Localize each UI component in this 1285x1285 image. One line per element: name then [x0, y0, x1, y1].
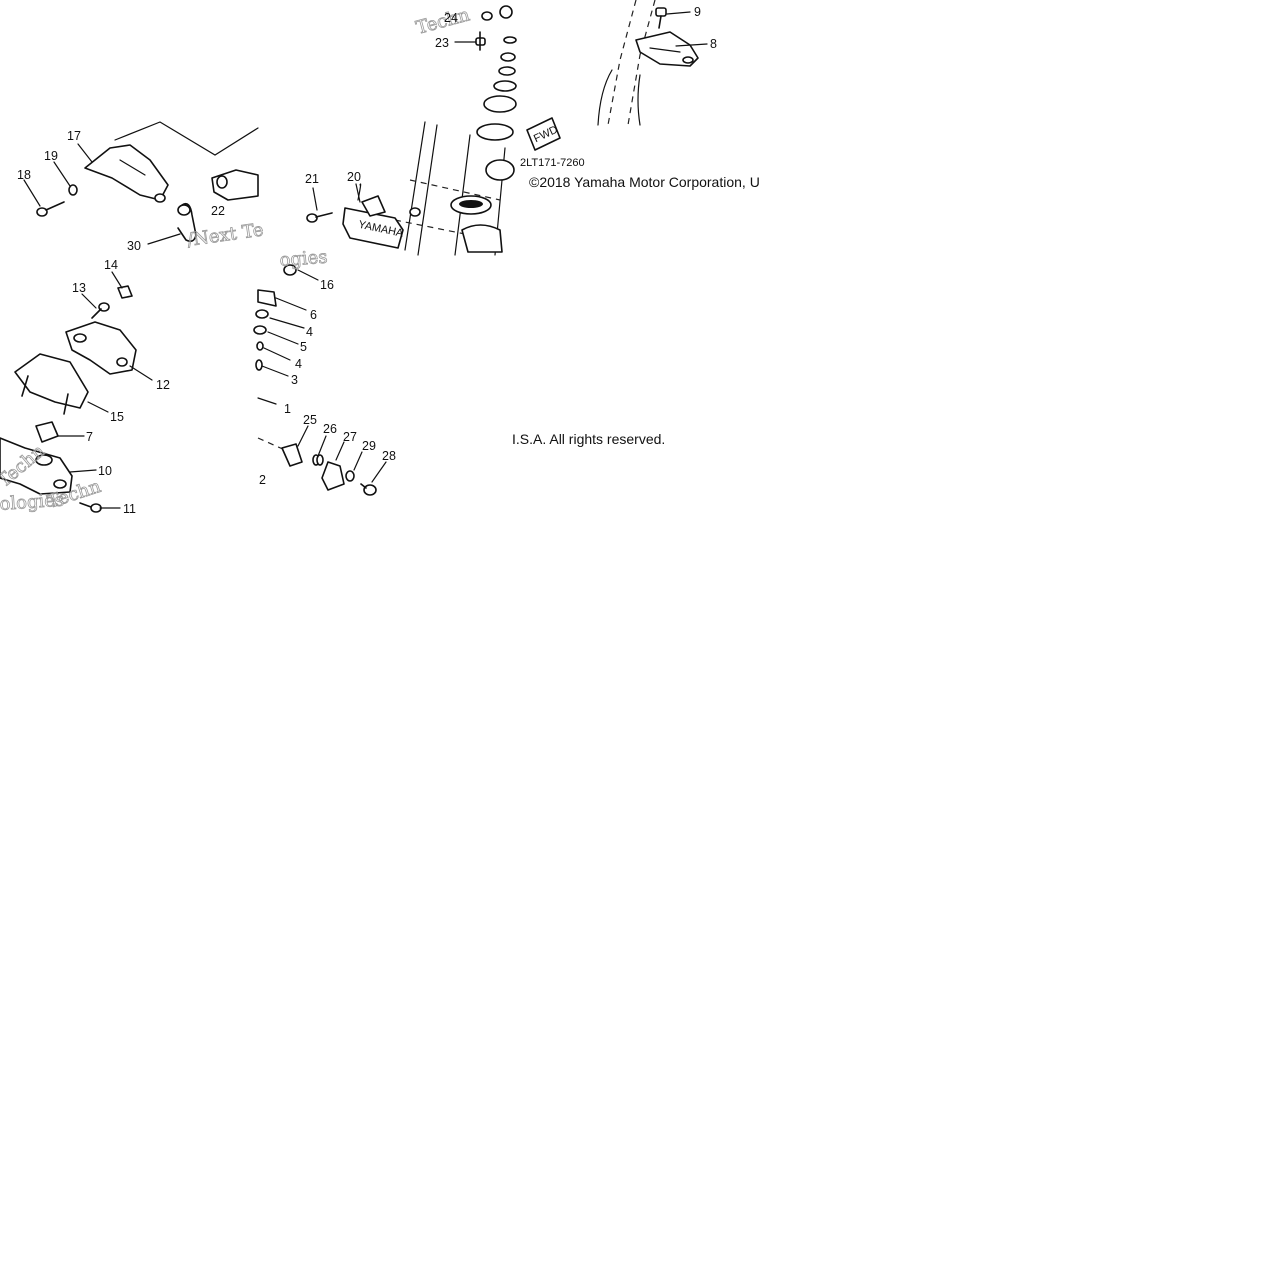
part-label-14: 14	[104, 258, 118, 272]
part-label-5: 5	[300, 340, 307, 354]
nut-24	[481, 5, 513, 21]
watermarks: Techn /Next Te ogies Techn ologies Techn	[0, 4, 473, 515]
part-label-26: 26	[323, 422, 337, 436]
fork-tube-upper-right	[597, 0, 656, 126]
part-label-11: 11	[123, 502, 136, 516]
part-label-4b: 4	[295, 357, 302, 371]
diagram-ref-code: 2LT171-7260	[520, 157, 585, 169]
holder-17	[84, 144, 169, 203]
bolt-13	[91, 302, 110, 319]
stem-parts-lower	[253, 264, 297, 451]
part-label-10: 10	[98, 464, 112, 478]
part-label-21: 21	[305, 172, 319, 186]
watermark: ogies	[279, 247, 328, 271]
part-label-29: 29	[362, 439, 376, 453]
part-label-7: 7	[86, 430, 93, 444]
cap-14	[117, 285, 133, 299]
part-label-1: 1	[284, 402, 291, 416]
part-label-16: 16	[320, 278, 334, 292]
handlebar-bracket-8	[635, 31, 699, 67]
wire-clip-30	[177, 202, 197, 242]
stem-bearing-stack	[450, 36, 517, 253]
part-label-20: 20	[347, 170, 361, 184]
part-label-25: 25	[303, 413, 317, 427]
holder-12	[65, 321, 137, 375]
cap-7	[35, 421, 59, 443]
bolt-21	[306, 212, 333, 223]
part-label-22: 22	[211, 204, 225, 218]
spring-26	[312, 454, 324, 466]
watermark: /Next Te	[186, 219, 265, 250]
part-label-24: 24	[444, 11, 458, 25]
fitting-25	[281, 443, 303, 467]
bolt-28	[360, 483, 377, 496]
stem-bolt-23	[475, 31, 486, 51]
part-label-18: 18	[17, 168, 31, 182]
copyright-text-right: I.S.A. All rights reserved.	[512, 431, 665, 447]
part-label-19: 19	[44, 149, 58, 163]
part-label-17: 17	[67, 129, 81, 143]
washer-19	[68, 184, 78, 196]
part-labels: 1 2 3 4 4 5 6 7 8 9 10 11 12 13 14 15 16…	[17, 5, 717, 516]
bolt-18	[36, 201, 65, 217]
copyright-text-left: ©2018 Yamaha Motor Corporation, U	[529, 174, 760, 190]
part-label-2: 2	[259, 473, 266, 487]
part-label-27: 27	[343, 430, 357, 444]
part-label-3: 3	[291, 373, 298, 387]
nut-29	[345, 470, 355, 482]
part-label-6: 6	[310, 308, 317, 322]
plate-27	[321, 461, 345, 491]
crown-10	[0, 437, 73, 495]
upper-bracket-20: YAMAHA	[342, 183, 421, 249]
part-label-8: 8	[710, 37, 717, 51]
leader-lines	[23, 11, 708, 509]
holder-15	[14, 353, 89, 415]
frame-outline-left	[114, 121, 259, 156]
part-label-12: 12	[156, 378, 170, 392]
clamp-22	[211, 169, 259, 201]
part-label-15: 15	[110, 410, 124, 424]
part-label-28: 28	[382, 449, 396, 463]
part-label-9: 9	[694, 5, 701, 19]
watermark: ologies	[0, 490, 65, 515]
part-label-23: 23	[435, 36, 449, 50]
part-label-30: 30	[127, 239, 141, 253]
part-label-13: 13	[72, 281, 86, 295]
fwd-arrow: FWD	[526, 117, 561, 151]
bolt-11	[79, 502, 102, 513]
part-label-4: 4	[306, 325, 313, 339]
bolt-9	[655, 7, 667, 29]
